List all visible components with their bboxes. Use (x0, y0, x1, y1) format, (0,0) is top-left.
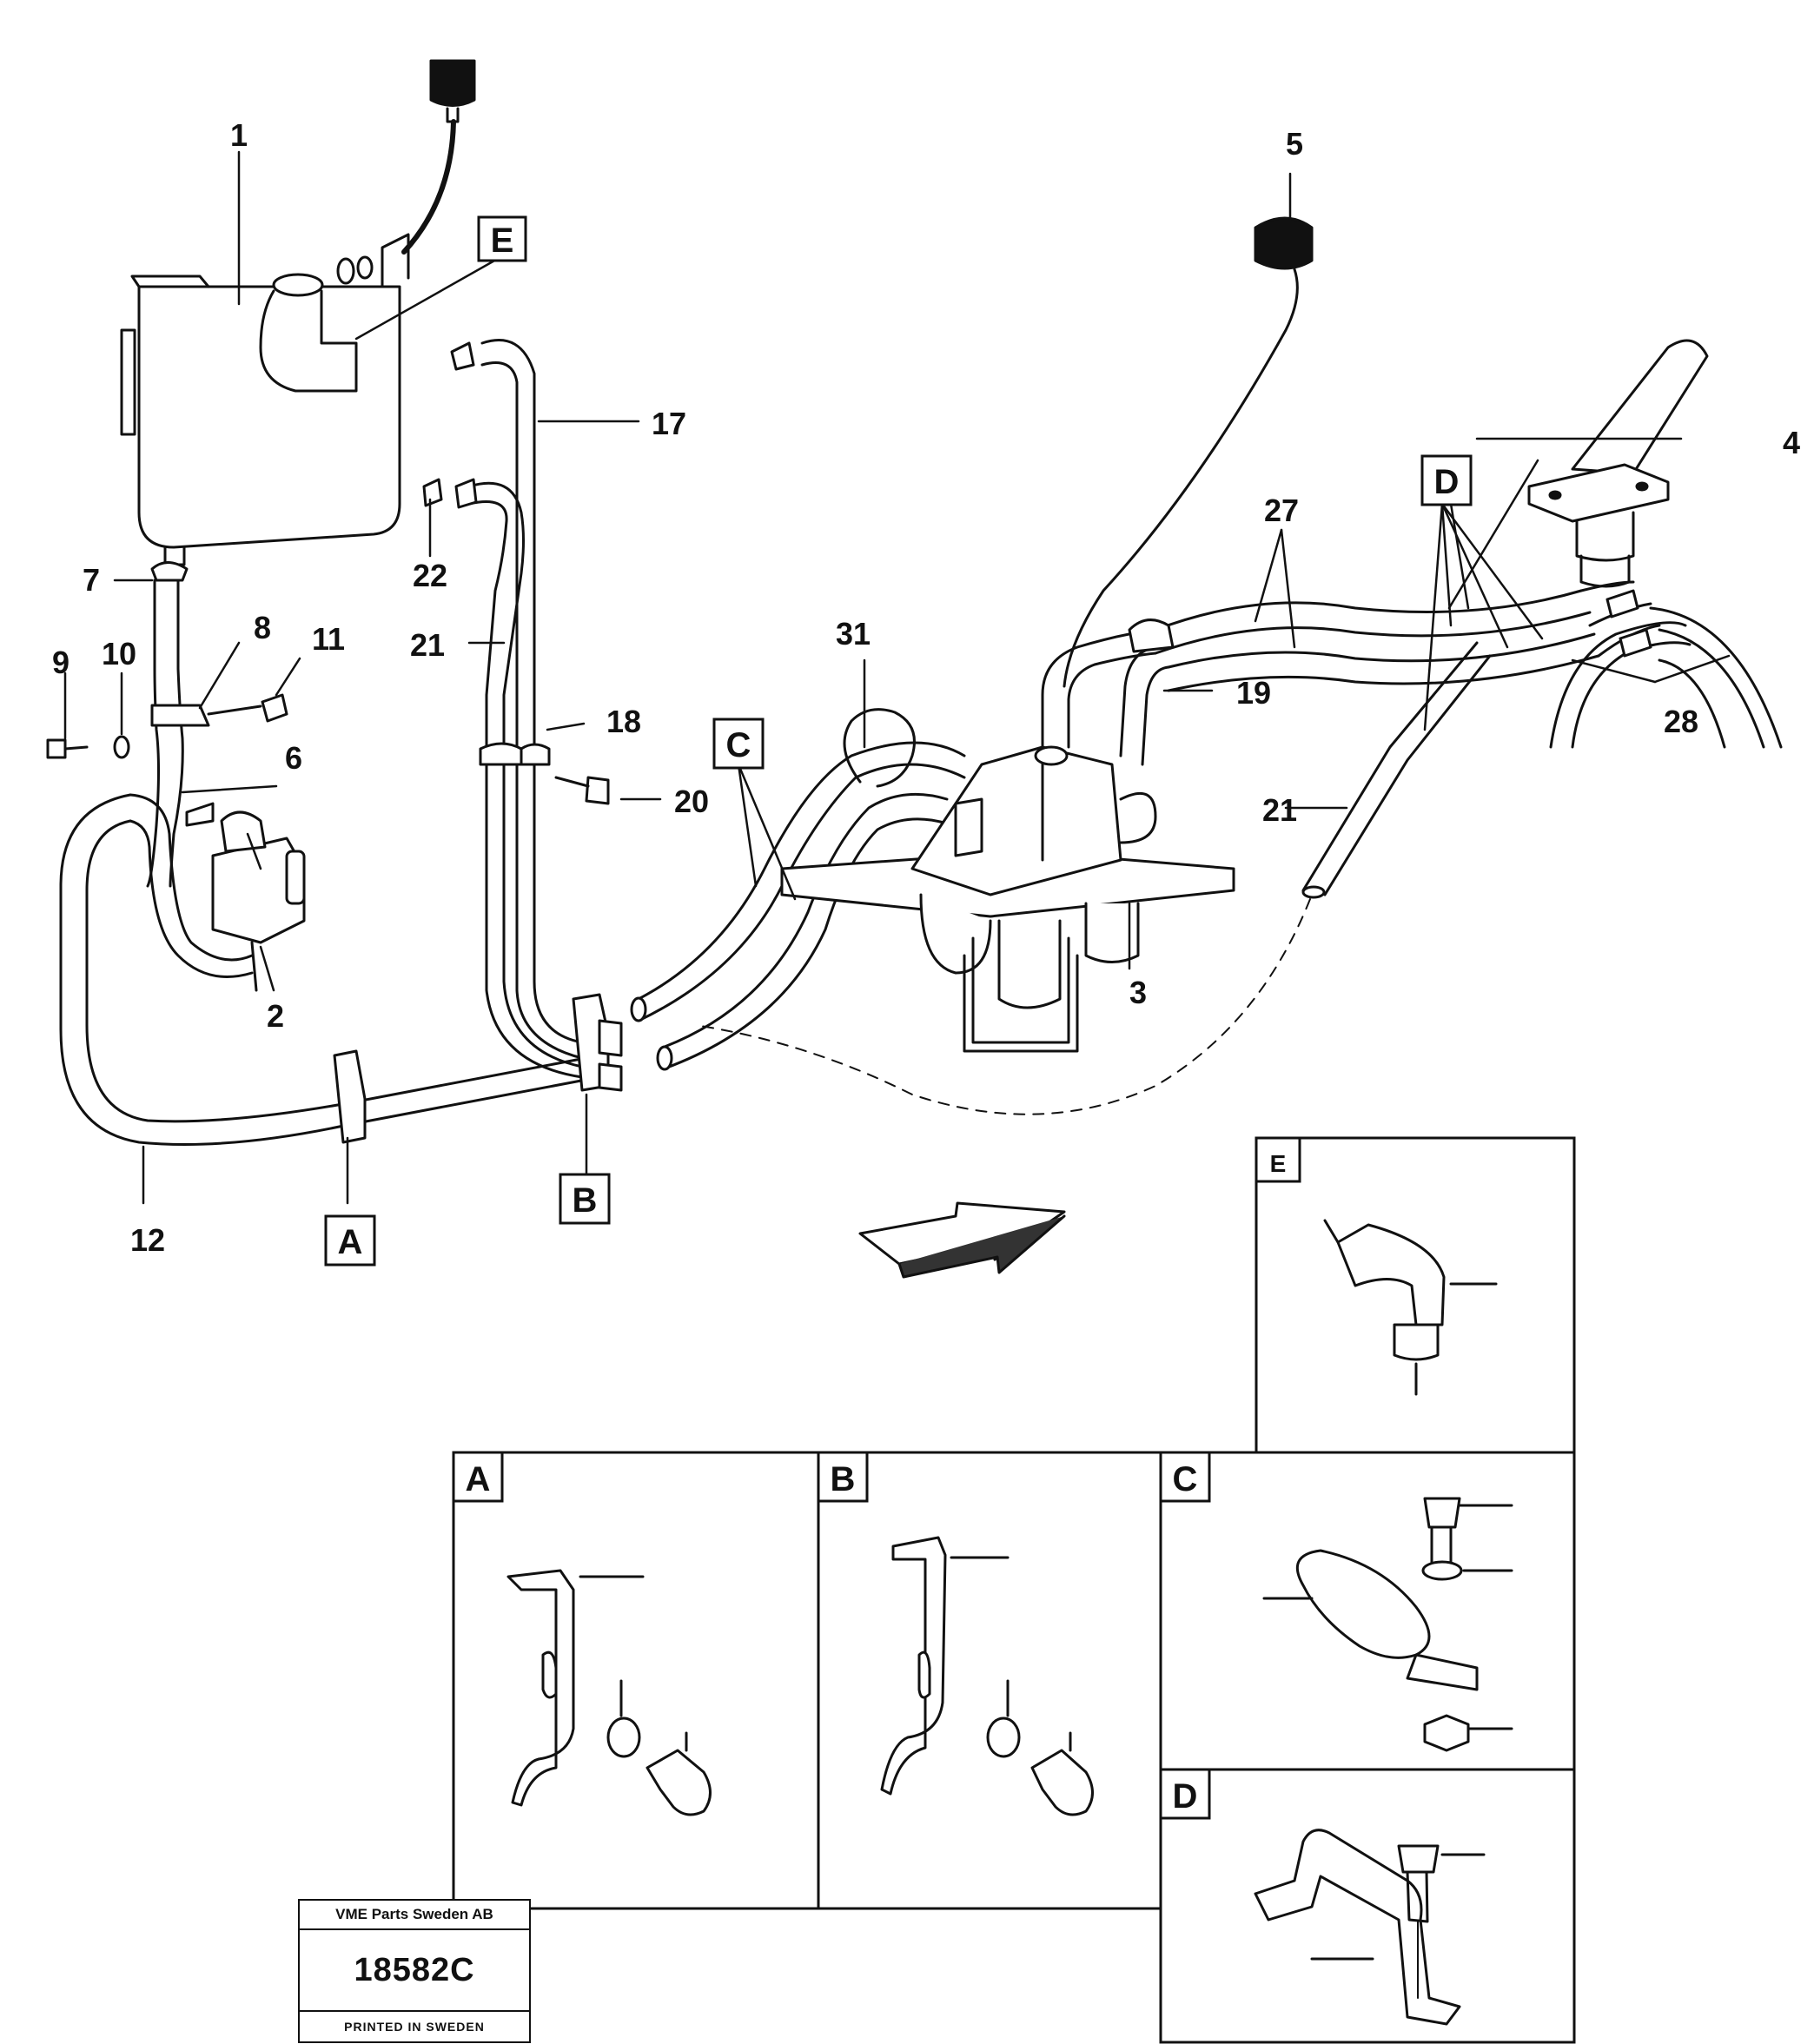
panel-a-label: A (466, 1460, 491, 1498)
clip-29 (1254, 1829, 1486, 2026)
label-4: 4 (1783, 425, 1800, 460)
clamp-fasteners (46, 693, 288, 759)
forward-arrow (858, 1201, 1066, 1279)
label-3: 3 (1129, 975, 1147, 1010)
hoses-28 (1549, 580, 1783, 749)
breather-cap (401, 59, 476, 255)
label-17: 17 (652, 406, 686, 441)
label-27: 27 (1264, 493, 1299, 528)
label-11: 11 (312, 621, 345, 657)
stamp-printed: PRINTED IN SWEDEN (344, 2020, 485, 2034)
label-12: 12 (130, 1222, 165, 1258)
hose-21-right (694, 641, 1492, 1115)
label-21b: 21 (1262, 792, 1297, 828)
label-18: 18 (606, 704, 641, 739)
pedal-valve (1527, 339, 1709, 588)
hoses-19-27 (1041, 589, 1600, 766)
pump (185, 802, 306, 992)
label-10: 10 (102, 636, 136, 671)
leader-lines (63, 150, 1731, 1205)
panel-e-label: E (1270, 1150, 1287, 1177)
pressure-gauge (1063, 216, 1314, 688)
label-2: 2 (267, 998, 284, 1034)
label-1: 1 (230, 117, 248, 153)
label-19: 19 (1236, 675, 1271, 711)
label-5: 5 (1286, 126, 1303, 162)
label-9: 9 (52, 645, 70, 680)
bracket-14 (506, 1569, 712, 1816)
clamp-23 (1262, 1497, 1513, 1752)
drawing-stamp: VME Parts Sweden AB 18582C PRINTED IN SW… (298, 1899, 531, 2043)
detail-letters: E A B C D (466, 1150, 1287, 1816)
panel-c-label: C (1173, 1460, 1198, 1498)
label-7: 7 (83, 562, 100, 598)
callout-c: C (726, 726, 751, 764)
callout-a: A (338, 1223, 363, 1261)
elbow-fitting (1323, 1219, 1498, 1396)
clamp-a (333, 1049, 367, 1144)
callout-arrows (346, 255, 1544, 1205)
stamp-company: VME Parts Sweden AB (300, 1901, 529, 1930)
callout-boxes (324, 215, 1473, 1267)
hose-12 (59, 793, 601, 1146)
label-20: 20 (674, 784, 709, 819)
panel-b-label: B (831, 1460, 856, 1498)
label-28: 28 (1664, 704, 1698, 739)
hose-31 (843, 708, 916, 788)
label-8: 8 (254, 610, 271, 645)
callout-d: D (1434, 463, 1460, 501)
callout-b: B (573, 1181, 598, 1220)
callout-e: E (491, 222, 514, 260)
clamp-b (572, 993, 623, 1092)
stamp-drawing-number: 18582C (300, 1930, 529, 2012)
label-22: 22 (413, 558, 447, 593)
suction-hose (146, 561, 210, 888)
brake-valve (780, 745, 1235, 1053)
lines-17-21 (422, 339, 610, 1079)
label-6: 6 (285, 740, 302, 776)
reservoir-tank (120, 233, 410, 566)
label-31: 31 (836, 616, 871, 652)
bracket-13 (880, 1536, 1094, 1816)
callout-letters: A B C D E (338, 222, 1460, 1261)
panel-d-label: D (1173, 1777, 1198, 1816)
label-21a: 21 (410, 627, 445, 663)
